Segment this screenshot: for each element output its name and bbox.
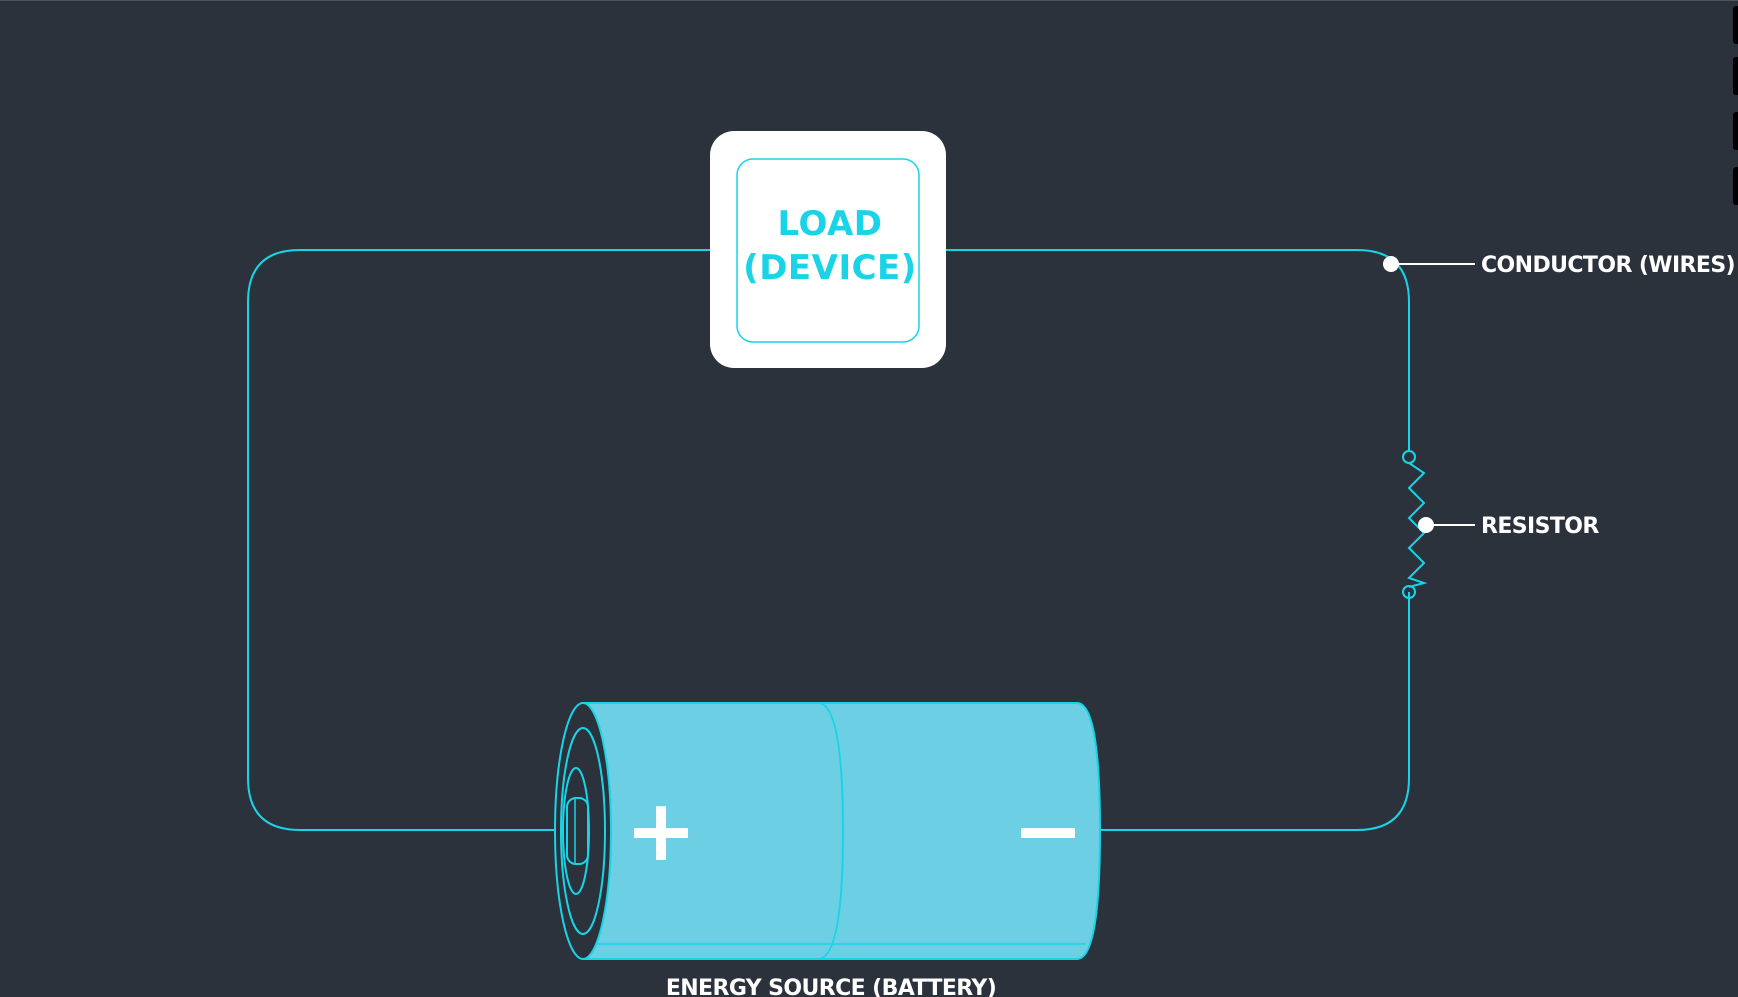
conductor-callout: CONDUCTOR (WIRES) xyxy=(1383,253,1736,278)
battery-body xyxy=(582,702,1102,960)
load-device: LOAD (DEVICE) xyxy=(710,131,946,368)
negative-symbol: − xyxy=(1012,781,1084,881)
battery-terminal xyxy=(566,797,589,865)
load-inner-box xyxy=(736,158,920,343)
conductor-label: CONDUCTOR (WIRES) xyxy=(1481,253,1735,278)
resistor-callout: RESISTOR xyxy=(1418,514,1600,539)
conductor-leader-dot xyxy=(1383,256,1399,272)
edge-tab xyxy=(1733,57,1738,95)
load-outer-box xyxy=(710,131,946,368)
load-label-line1: LOAD xyxy=(778,204,883,244)
battery-icon: + − xyxy=(554,702,1102,960)
wire-top-right xyxy=(946,249,1410,450)
edge-tab xyxy=(1733,6,1738,44)
resistor-leader-dot xyxy=(1418,517,1434,533)
edge-tab xyxy=(1733,167,1738,205)
battery-band xyxy=(817,702,845,960)
wire-bottom-right xyxy=(1100,592,1410,831)
top-border xyxy=(0,0,1738,1)
energy-source-label: ENERGY SOURCE (BATTERY) xyxy=(666,976,996,997)
resistor-zigzag xyxy=(1407,462,1428,588)
positive-symbol: + xyxy=(625,781,697,881)
resistor-terminal-bottom xyxy=(1402,585,1416,599)
wire-left xyxy=(247,249,710,831)
edge-tab xyxy=(1733,112,1738,150)
resistor-icon xyxy=(1402,450,1428,599)
resistor-terminal-top xyxy=(1402,450,1416,464)
battery-cap-ring xyxy=(560,727,606,935)
resistor-label: RESISTOR xyxy=(1481,514,1599,539)
load-label-line2: (DEVICE) xyxy=(743,248,917,288)
